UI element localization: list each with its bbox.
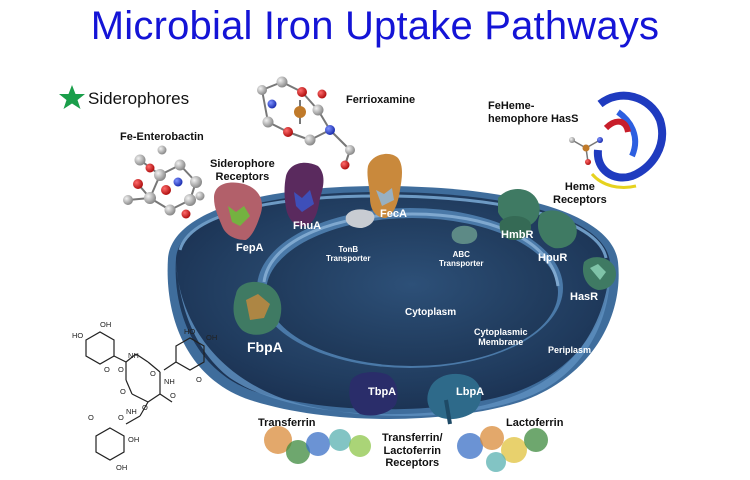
cytoplasm [266, 218, 558, 366]
feca-label: FecA [380, 208, 407, 220]
structure-atom-label: O [104, 365, 110, 374]
hmbr-label: HmbR [501, 229, 534, 241]
hmbr-receptor [537, 210, 577, 249]
structure-atom-label: O [118, 413, 124, 422]
heme-receptors-label: Heme Receptors [553, 181, 607, 206]
page-title: Microbial Iron Uptake Pathways [90, 4, 660, 48]
tonb-transporter-label: TonB Transporter [326, 245, 371, 263]
abc-transporter [451, 225, 478, 244]
structure-atom-label: OH [100, 320, 111, 329]
fhua-label: FhuA [293, 220, 322, 232]
structure-atom-label: NH [164, 377, 175, 386]
cytoplasm-label: Cytoplasm [405, 307, 457, 318]
fe-enterobactin-structure [123, 145, 205, 219]
outer-membrane-label: Outer Membrane [586, 361, 632, 381]
tbpa-receptor [349, 372, 398, 416]
structure-atom-labels: HO OH HO OH OH OH O O O O O O NH NH NH O… [72, 320, 217, 472]
abc-transporter-label: ABC Transporter [439, 250, 484, 268]
hasr-receptor [582, 257, 617, 290]
structure-atom-label: OH [206, 333, 217, 342]
hass-hemophore-structure [569, 91, 666, 189]
structure-atom-label: HO [72, 331, 83, 340]
transferrin-label: Transferrin [258, 417, 316, 429]
structure-atom-label: HO [184, 327, 195, 336]
heme-receptor-top [498, 189, 540, 240]
structure-atom-label: O [118, 365, 124, 374]
fbpa-label: FbpA [247, 339, 283, 355]
cytoplasmic-membrane-label: Cytoplasmic Membrane [474, 327, 528, 347]
lactoferrin-structure [457, 426, 548, 472]
siderophore-receptors-label: Siderophore Receptors [210, 158, 275, 183]
ferrioxamine-structure [257, 76, 355, 170]
cell [167, 186, 619, 419]
tbpa-label: TbpA [368, 386, 397, 398]
inner-membrane-highlight [262, 212, 560, 287]
lbpa-receptor [427, 373, 482, 425]
structure-atom-label: NH [126, 407, 137, 416]
structure-atom-label: O [120, 387, 126, 396]
fepa-receptor [214, 182, 263, 240]
fepa-label: FepA [236, 242, 264, 254]
fbpa-protein [233, 281, 282, 335]
structure-atom-label: O [88, 413, 94, 422]
transferrin-lactoferrin-receptors-label: Transferrin/ Lactoferrin Receptors [382, 432, 443, 470]
structure-atom-label: OH [116, 463, 127, 472]
lactoferrin-label: Lactoferrin [506, 417, 564, 429]
transferrin-structure [264, 426, 371, 464]
structure-atom-label: NH [128, 351, 139, 360]
siderophores-legend-label: Siderophores [88, 89, 190, 108]
fe-enterobactin-label: Fe-Enterobactin [120, 131, 204, 143]
hasr-label: HasR [570, 291, 599, 303]
feca-receptor [367, 153, 402, 218]
structure-atom-label: O [142, 403, 148, 412]
ferrioxamine-label: Ferrioxamine [346, 94, 416, 106]
hpur-label: HpuR [538, 252, 568, 264]
structure-atom-label: OH [128, 435, 139, 444]
lbpa-label: LbpA [456, 386, 485, 398]
siderophore-star-icon [59, 85, 85, 109]
feheme-hemophore-label: FeHeme- hemophore HasS [488, 100, 579, 125]
periplasm-label: Periplasm [548, 345, 592, 355]
structure-atom-label: O [150, 369, 156, 378]
tonb-transporter [345, 209, 375, 228]
structure-atom-label: O [196, 375, 202, 384]
structure-atom-label: O [170, 391, 176, 400]
fhua-receptor [284, 162, 324, 227]
enterobactin-2d-structure [85, 331, 205, 461]
